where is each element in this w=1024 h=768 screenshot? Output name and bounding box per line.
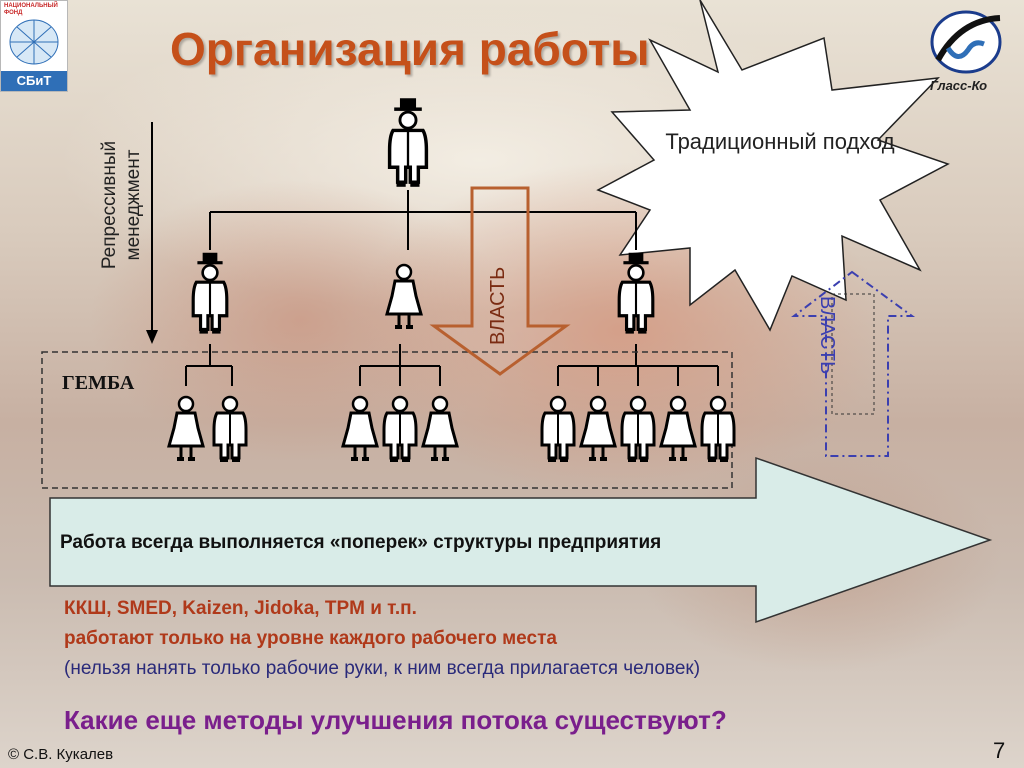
starburst-shape (596, 0, 950, 332)
repressive-management-label: Репрессивный менеджмент (99, 140, 144, 270)
power-down-label: ВЛАСТЬ (487, 266, 509, 345)
closing-question: Какие еще методы улучшения потока сущест… (64, 705, 727, 735)
globe-icon (9, 19, 59, 65)
gemba-label: ГЕМБА (62, 372, 135, 394)
worker-figure-icon (700, 395, 736, 464)
sbit-logo-org-name: НАЦИОНАЛЬНЫЙ ФОНД (4, 3, 58, 16)
sbit-logo-abbr: СБиТ (1, 71, 67, 91)
repressive-arrow (146, 122, 158, 344)
woman-figure-icon (167, 395, 205, 463)
page-number: 7 (993, 738, 1006, 763)
traditional-approach-label: Традиционный подход (665, 129, 895, 154)
footer-author: © С.В. Кукалев (8, 746, 114, 763)
boss-figure-icon (387, 98, 429, 189)
glass-co-logo (930, 10, 1002, 74)
worker-figure-icon (382, 395, 418, 464)
work-flow-arrow (49, 456, 993, 624)
woman-figure-icon (579, 395, 617, 463)
gemba-frame (41, 351, 733, 489)
methods-line-2: работают только на уровне каждого рабоче… (64, 628, 557, 649)
page-title: Организация работы (170, 23, 650, 75)
work-across-structure-text: Работа всегда выполняется «поперек» стру… (60, 532, 662, 553)
worker-figure-icon (620, 395, 656, 464)
woman-figure-icon (341, 395, 379, 463)
org-chart-lines (185, 190, 719, 386)
woman-figure-icon (659, 395, 697, 463)
methods-line-1: ККШ, SMED, Kaizen, Jidoka, TPM и т.п. (64, 598, 417, 619)
sbit-logo: НАЦИОНАЛЬНЫЙ ФОНД СБиТ (0, 0, 68, 92)
woman-figure-icon (385, 263, 423, 331)
worker-figure-icon (540, 395, 576, 464)
glass-co-caption: Гласс-Ко (930, 78, 988, 93)
power-up-label: ВЛАСТЬ (816, 296, 838, 375)
power-up-label-box (831, 293, 875, 415)
worker-figure-icon (212, 395, 248, 464)
manager-figure-icon (191, 252, 229, 336)
manager-figure-icon (617, 252, 655, 336)
power-down-arrow (429, 186, 571, 376)
woman-figure-icon (421, 395, 459, 463)
power-up-arrow (791, 270, 916, 457)
methods-line-3: (нельзя нанять только рабочие руки, к ни… (64, 658, 701, 679)
